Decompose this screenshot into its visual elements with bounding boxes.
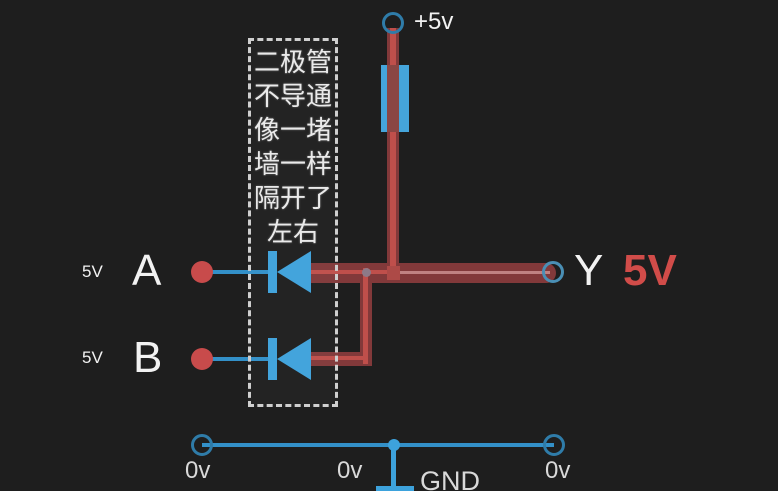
wire-ab-connector-core <box>363 268 368 364</box>
output-label: Y <box>574 246 604 295</box>
annotation-line: 隔开了 <box>253 183 332 213</box>
diode-b-triangle[interactable] <box>277 338 311 380</box>
diode-a-cathode-bar[interactable] <box>268 251 277 293</box>
input-a-label: A <box>132 246 162 295</box>
input-a-dot[interactable] <box>191 261 213 283</box>
ground-voltage-left: 0v <box>185 457 211 484</box>
wire-power-vertical-core <box>390 28 396 273</box>
input-b-voltage-label: 5V <box>82 348 103 367</box>
annotation-line: 左右 <box>266 217 319 247</box>
input-a-voltage-label: 5V <box>82 262 103 281</box>
ground-terminal-left[interactable] <box>191 434 213 456</box>
ground-stub-wire[interactable] <box>391 445 396 487</box>
input-b-wire[interactable] <box>208 357 270 361</box>
ground-label: GND <box>420 466 480 491</box>
ground-symbol-bar <box>376 486 414 491</box>
annotation-line: 不导通 <box>253 81 332 111</box>
wire-diode-a-output-core <box>310 270 396 274</box>
annotation-line: 像一堵 <box>253 115 332 145</box>
wire-diode-b-output-core <box>310 356 366 360</box>
power-label: +5v <box>414 8 454 35</box>
input-b-dot[interactable] <box>191 348 213 370</box>
diode-b-cathode-bar[interactable] <box>268 338 277 380</box>
ground-terminal-right[interactable] <box>543 434 565 456</box>
ground-voltage-middle: 0v <box>337 457 363 484</box>
wire-overlap-patch <box>387 266 400 280</box>
ground-junction-dot[interactable] <box>388 439 400 451</box>
annotation-line: 墙一样 <box>253 149 332 179</box>
annotation-line: 二极管 <box>253 47 332 77</box>
output-voltage-label: 5V <box>623 246 677 295</box>
power-terminal[interactable] <box>382 12 404 34</box>
diode-a-triangle[interactable] <box>277 251 311 293</box>
input-b-label: B <box>133 333 163 382</box>
resistor-wire-stripe <box>387 65 399 132</box>
ground-rail-wire[interactable] <box>202 443 554 447</box>
input-a-wire[interactable] <box>208 270 270 274</box>
wire-output-y-core <box>310 271 550 274</box>
annotation-box: 二极管 不导通 像一堵 墙一样 隔开了 左右 <box>248 38 338 407</box>
ground-voltage-right: 0v <box>545 457 571 484</box>
output-terminal[interactable] <box>542 261 564 283</box>
junction-dot-output-node[interactable] <box>362 268 371 277</box>
pullup-resistor[interactable] <box>381 65 409 132</box>
